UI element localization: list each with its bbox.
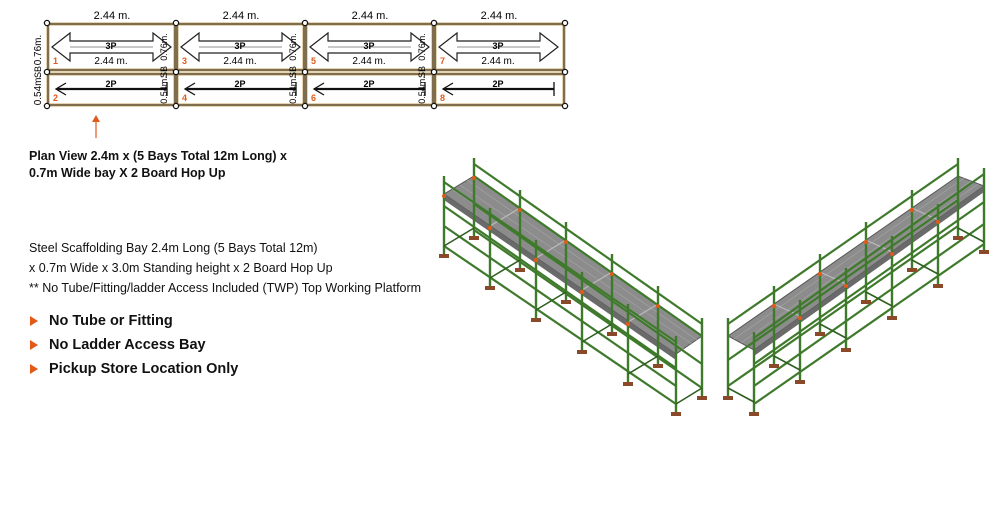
- hop-up-arrow-icon: [54, 82, 67, 96]
- bay-board-count: 3P: [105, 41, 116, 51]
- bay-width-label: 2.44 m.: [94, 10, 131, 22]
- bay-length: 2.44 m.: [481, 56, 514, 67]
- side-width-bottom: 0.54m.: [33, 75, 44, 106]
- svg-text:SB: SB: [417, 66, 427, 78]
- bay-5-top: 3P 2.44 m. 5: [304, 22, 435, 72]
- description-line-1: Steel Scaffolding Bay 2.4m Long (5 Bays …: [29, 241, 318, 255]
- bay-number: 4: [182, 93, 187, 103]
- inner-labels: 0.76m. SB 0.54m. 0.76m. SB 0.54m. 0.76m.…: [159, 33, 427, 104]
- feature-label: No Tube or Fitting: [49, 313, 173, 329]
- bay-width-label: 2.44 m.: [481, 10, 518, 22]
- scaffold-run-left: [439, 158, 707, 416]
- description-line-3: ** No Tube/Fitting/ladder Access Include…: [29, 281, 422, 295]
- feature-list: No Tube or Fitting No Ladder Access Bay …: [30, 311, 238, 383]
- bay-board-count: 3P: [492, 41, 503, 51]
- plan-caption-line-2: 0.7m Wide bay X 2 Board Hop Up: [29, 166, 226, 180]
- feature-item: No Ladder Access Bay: [30, 335, 238, 359]
- bay-length: 2.44 m.: [94, 56, 127, 67]
- side-sb: SB: [33, 66, 43, 78]
- bay-length: 2.44 m.: [223, 56, 256, 67]
- plan-caption: Plan View 2.4m x (5 Bays Total 12m Long)…: [29, 148, 349, 182]
- bay-board-count: 2P: [105, 79, 116, 89]
- bay-7-top: 3P 2.44 m. 7: [433, 22, 566, 72]
- feature-item: No Tube or Fitting: [30, 311, 238, 335]
- bay-board-count: 3P: [234, 41, 245, 51]
- hop-up-arrow-icon: [183, 82, 196, 96]
- bay-width-label: 2.44 m.: [223, 10, 260, 22]
- bay-6-bottom: 2P 6: [304, 72, 435, 107]
- svg-text:0.54m.: 0.54m.: [417, 76, 427, 104]
- feature-label: Pickup Store Location Only: [49, 361, 239, 377]
- plan-view-diagram: 3P 2.44 m. 1 3P 2.44 m. 3 3P 2.44 m. 5 3…: [33, 10, 569, 138]
- standard-nodes: [43, 19, 569, 110]
- bay-length: 2.44 m.: [352, 56, 385, 67]
- description-line-2: x 0.7m Wide x 3.0m Standing height x 2 B…: [29, 261, 333, 275]
- bay-number: 6: [311, 93, 316, 103]
- pointer-arrow-icon: [92, 115, 100, 138]
- bullet-arrow-icon: [30, 316, 38, 326]
- bay-board-count: 3P: [363, 41, 374, 51]
- feature-label: No Ladder Access Bay: [49, 337, 206, 353]
- side-width-top: 0.76m.: [33, 35, 44, 66]
- bullet-arrow-icon: [30, 364, 38, 374]
- svg-text:SB: SB: [288, 66, 298, 78]
- svg-text:SB: SB: [159, 66, 169, 78]
- bay-number: 7: [440, 56, 445, 66]
- deck-platform: [443, 175, 703, 355]
- bay-board-count: 2P: [492, 79, 503, 89]
- bay-8-bottom: 2P 8: [433, 72, 566, 107]
- svg-text:0.76m.: 0.76m.: [159, 33, 169, 61]
- bay-2-bottom: 2P 2: [46, 72, 177, 107]
- scaffold-3d-render: [439, 158, 989, 416]
- feature-item: Pickup Store Location Only: [30, 359, 238, 383]
- bay-number: 5: [311, 56, 316, 66]
- bay-number: 3: [182, 56, 187, 66]
- bay-board-count: 2P: [234, 79, 245, 89]
- svg-text:0.54m.: 0.54m.: [159, 76, 169, 104]
- svg-text:0.76m.: 0.76m.: [288, 33, 298, 61]
- bay-number: 2: [53, 93, 58, 103]
- bay-width-label: 2.44 m.: [352, 10, 389, 22]
- bay-board-count: 2P: [363, 79, 374, 89]
- bay-1-top: 3P 2.44 m. 1: [46, 22, 177, 72]
- plan-caption-line-1: Plan View 2.4m x (5 Bays Total 12m Long)…: [29, 149, 287, 163]
- bay-3-top: 3P 2.44 m. 3: [175, 22, 306, 72]
- bay-number: 8: [440, 93, 445, 103]
- svg-text:0.54m.: 0.54m.: [288, 76, 298, 104]
- svg-text:0.76m.: 0.76m.: [417, 33, 427, 61]
- hop-up-arrow-icon: [441, 82, 454, 96]
- scaffold-run-right: [723, 158, 989, 416]
- bullet-arrow-icon: [30, 340, 38, 350]
- product-description: Steel Scaffolding Bay 2.4m Long (5 Bays …: [29, 238, 449, 298]
- hop-up-arrow-icon: [312, 82, 325, 96]
- bay-4-bottom: 2P 4: [175, 72, 306, 107]
- bay-number: 1: [53, 56, 58, 66]
